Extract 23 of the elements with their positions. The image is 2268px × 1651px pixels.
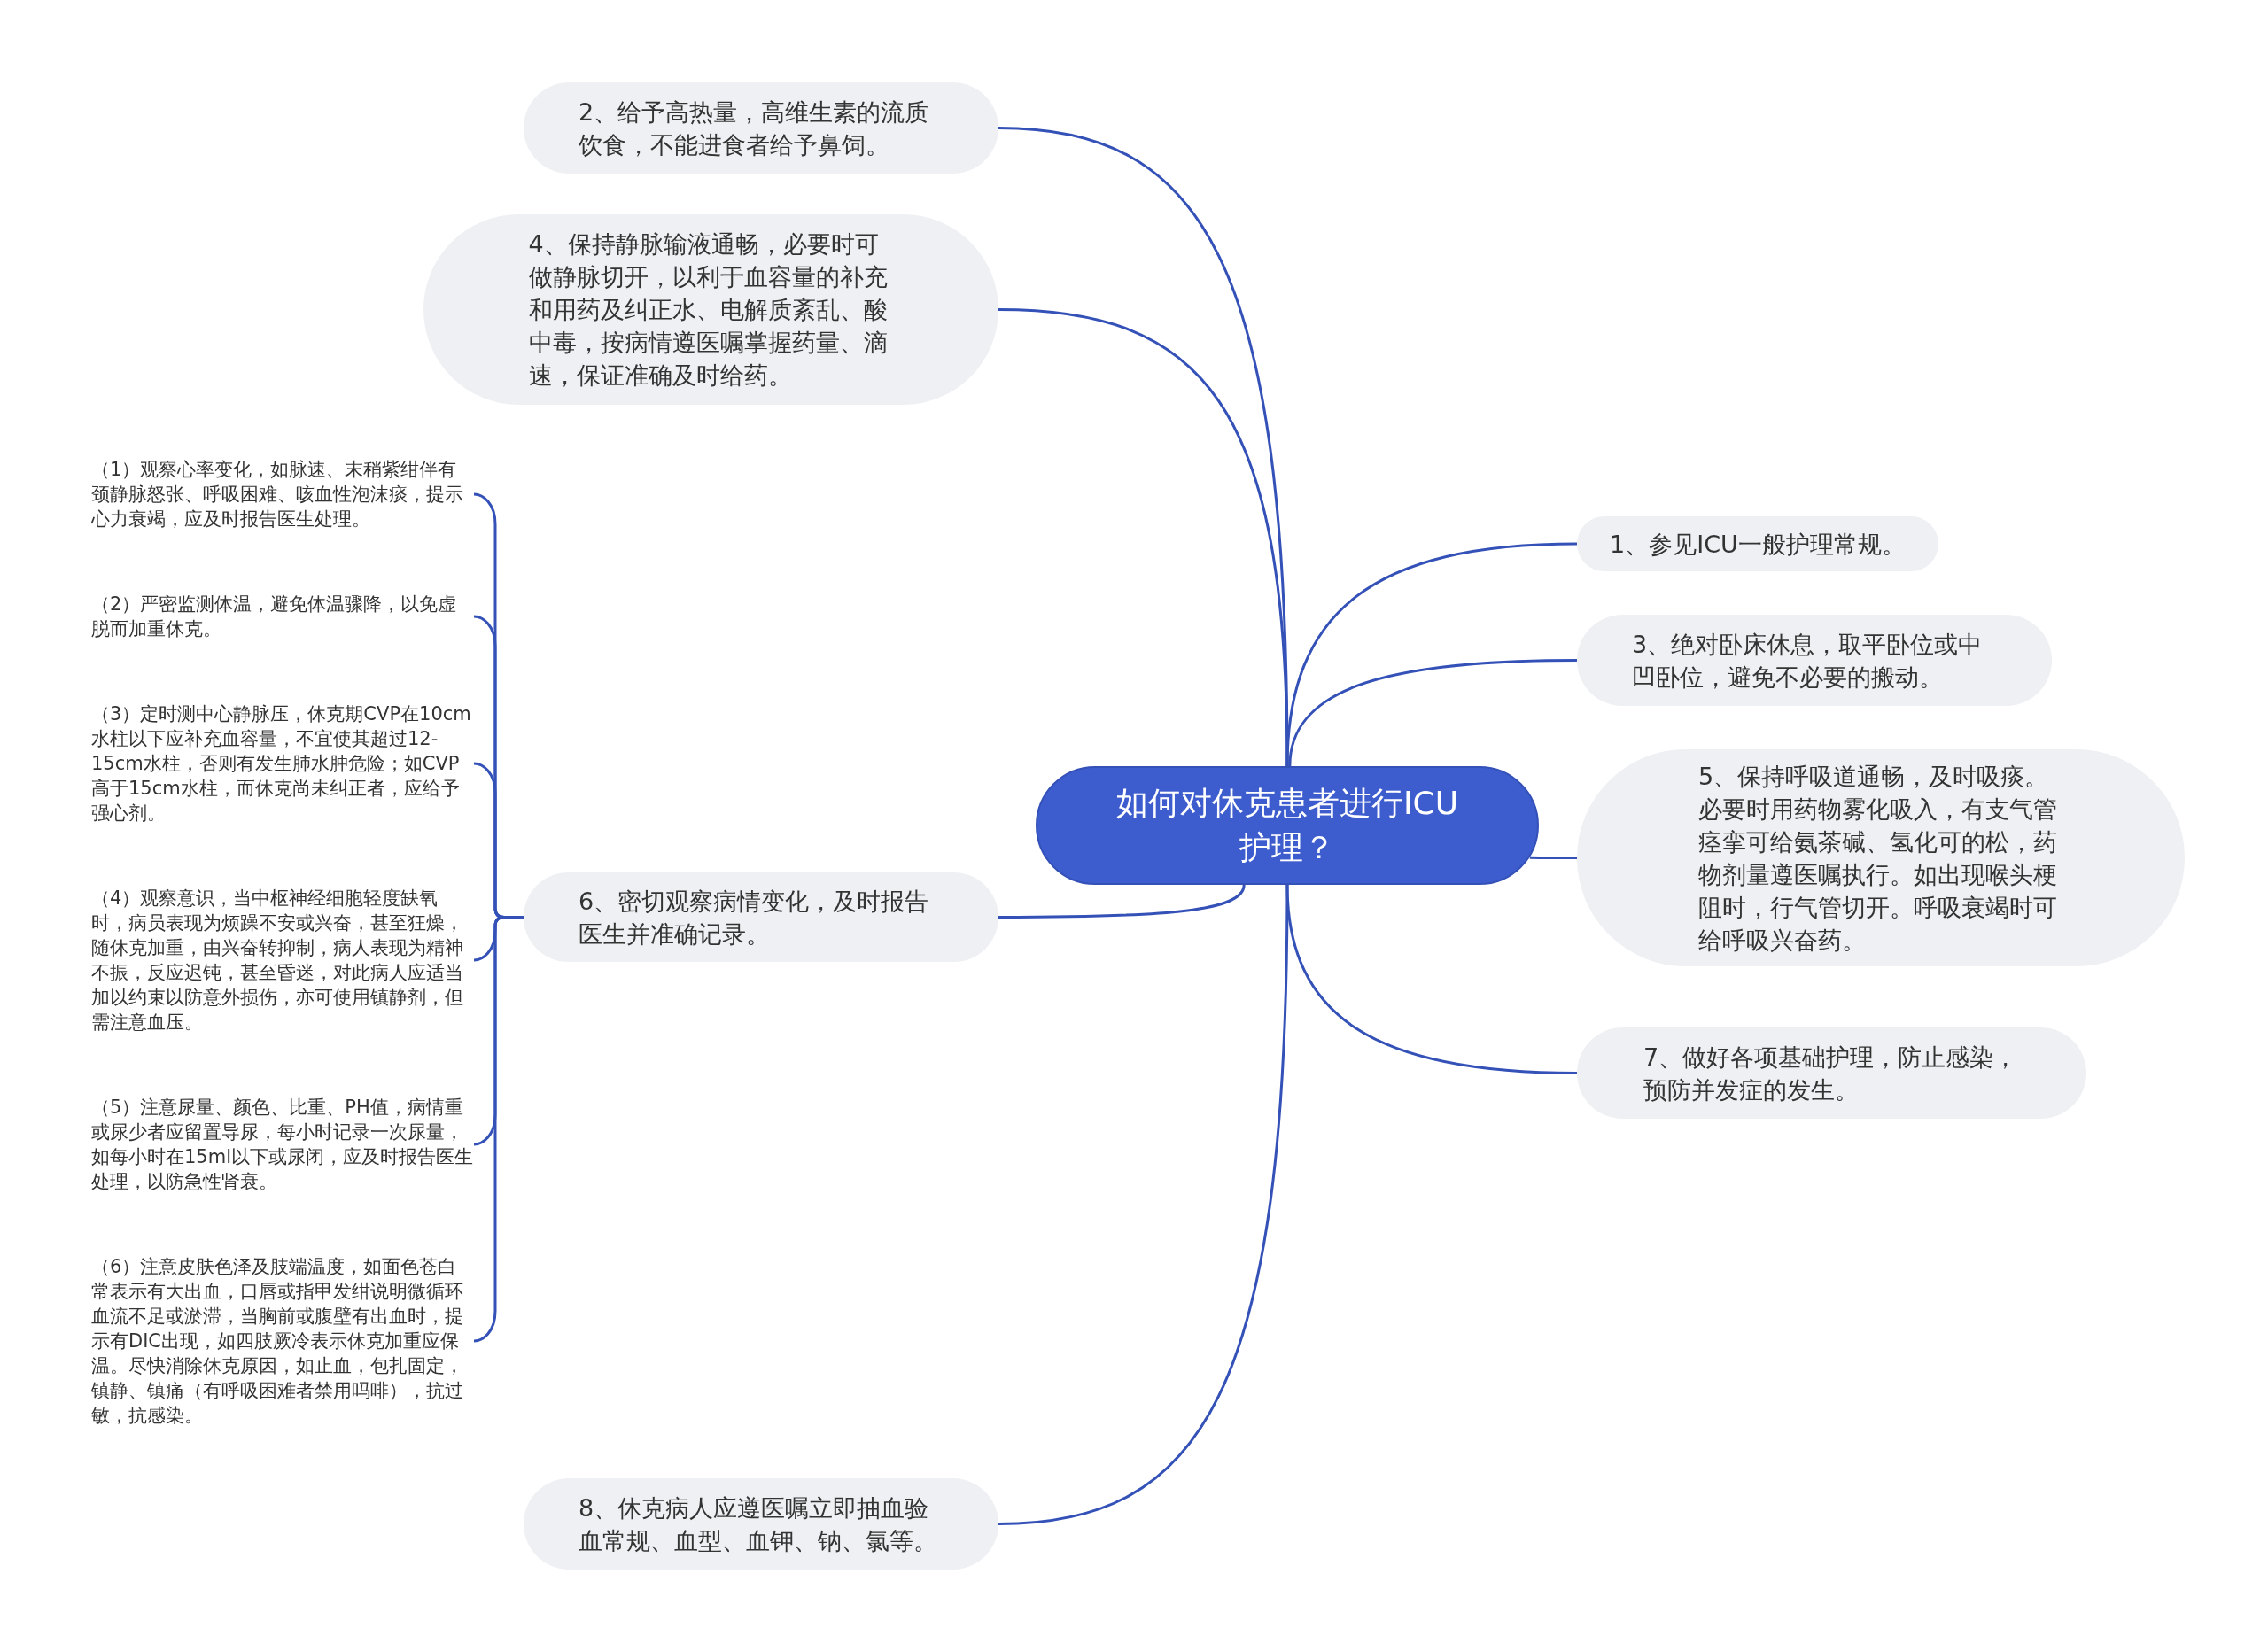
- topic-text: 8、休克病人应遵医嘱立即抽血验血常规、血型、血钾、钠、氯等。: [579, 1492, 938, 1556]
- topic-text: 7、做好各项基础护理，防止感染，预防并发症的发生。: [1643, 1042, 2019, 1105]
- connector-line: [1288, 659, 1578, 767]
- topic-text: 1、参见ICU一般护理常规。: [1610, 529, 1906, 560]
- connector-line: [1285, 884, 1578, 1074]
- note-text: （3）定时测中心静脉压，休克期CVP在10cm水柱以下应补充血容量，不宜使其超过12-15cm水柱，否则有发生肺水肿危险；如CVP高于15cm水柱，而休克尚未纠正者，应给予强心剂。: [91, 701, 474, 826]
- connector-line: [998, 308, 1289, 767]
- note-text: （5）注意尿量、颜色、比重、PH值，病情重或尿少者应留置导尿，每小时记录一次尿量，如每小时在15ml以下或尿闭，应及时报告医生处理，以防急性肾衰。: [91, 1095, 474, 1194]
- connector-line: [1529, 856, 1577, 859]
- note-text: （1）观察心率变化，如脉速、末稍紫绀伴有颈静脉怒张、呼吸困难、咳血性泡沫痰，提示心力衰竭，应及时报告医生处理。: [91, 457, 474, 531]
- note-text: （4）观察意识，当中枢神经细胞轻度缺氧时，病员表现为烦躁不安或兴奋，甚至狂燥，随休克加重，由兴奋转抑制，病人表现为精神不振，反应迟钝，甚至昏迷，对此病人应适当加以约束以防意外损伤，亦可使用镇静剂，但需注意血压。: [91, 886, 474, 1035]
- topic-text: 2、给予高热量，高维生素的流质饮食，不能进食者给予鼻饲。: [579, 97, 930, 160]
- topic-title: 如何对休克患者进行ICU护理？: [1115, 784, 1460, 867]
- topic-text: 3、绝对卧床休息，取平卧位或中凹卧位，避免不必要的搬动。: [1632, 629, 1984, 693]
- note-text: （6）注意皮肤色泽及肢端温度，如面色苍白常表示有大出血，口唇或指甲发绀说明微循环血流不足或淤滞，当胸前或腹壁有出血时，提示有DIC出现，如四肢厥冷表示休克加重应保温。尽快消除休克原因，如止血，包扎固定，镇静、镇痛（有呼吸困难者禁用吗啡），抗过敏，抗感染。: [91, 1254, 474, 1428]
- topic-text: 5、保持呼吸道通畅，及时吸痰。必要时用药物雾化吸入，有支气管痉挛可给氨茶碱、氢化可的松，药物剂量遵医嘱执行。如出现喉头梗阻时，行气管切开。呼吸衰竭时可给呼吸兴奋药。: [1698, 761, 2058, 956]
- topic-text: 4、保持静脉输液通畅，必要时可做静脉切开，以利于血容量的补充和用药及纠正水、电解质紊乱、酸中毒，按病情遵医嘱掌握药量、滴速，保证准确及时给药。: [528, 229, 889, 391]
- connector-line: [998, 884, 1246, 919]
- connector-line: [1285, 542, 1578, 767]
- connector-line: [473, 916, 524, 1343]
- topic-text: 6、密切观察病情变化，及时报告医生并准确记录。: [579, 886, 930, 950]
- connector-line: [998, 884, 1289, 1525]
- note-text: （2）严密监测体温，避免体温骤降，以免虚脱而加重休克。: [91, 592, 474, 641]
